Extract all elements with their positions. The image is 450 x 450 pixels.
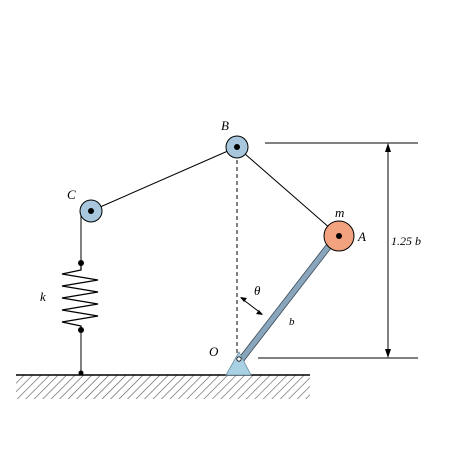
- height-dimension: [258, 142, 418, 359]
- label-b: B: [221, 118, 229, 133]
- cable-segment-ba: [236, 146, 340, 237]
- label-height: 1.25 b: [391, 234, 421, 248]
- label-m: m: [335, 205, 344, 220]
- pin-joint: [236, 356, 242, 362]
- cable: [80, 146, 340, 263]
- spring-icon: [61, 260, 99, 376]
- label-c: C: [67, 187, 76, 202]
- pulley-axle: [234, 144, 240, 150]
- pulley-axle: [88, 208, 94, 214]
- pulley-b: [225, 135, 249, 159]
- cable-segment-cb: [90, 146, 238, 212]
- theta-arrow: [240, 297, 263, 315]
- label-b-length: b: [289, 316, 295, 328]
- label-k: k: [40, 289, 46, 304]
- spring-coil: [61, 263, 99, 330]
- pin-support-triangle: [225, 351, 252, 376]
- mass-center: [336, 233, 342, 239]
- height-arrow-top: [385, 143, 391, 152]
- mass-disc-icon: [323, 220, 355, 252]
- ground-hatch: [16, 375, 310, 399]
- ground: [16, 374, 310, 399]
- theta-arrowhead-end: [256, 310, 263, 315]
- spring-ground-node: [78, 370, 84, 376]
- label-a: A: [357, 229, 366, 244]
- label-o: O: [209, 344, 219, 359]
- label-theta: θ: [254, 283, 261, 298]
- height-arrow-bottom: [385, 349, 391, 358]
- pin-support-icon: [225, 351, 252, 376]
- pulley-c: [79, 199, 103, 223]
- theta-arrowhead-start: [240, 297, 247, 302]
